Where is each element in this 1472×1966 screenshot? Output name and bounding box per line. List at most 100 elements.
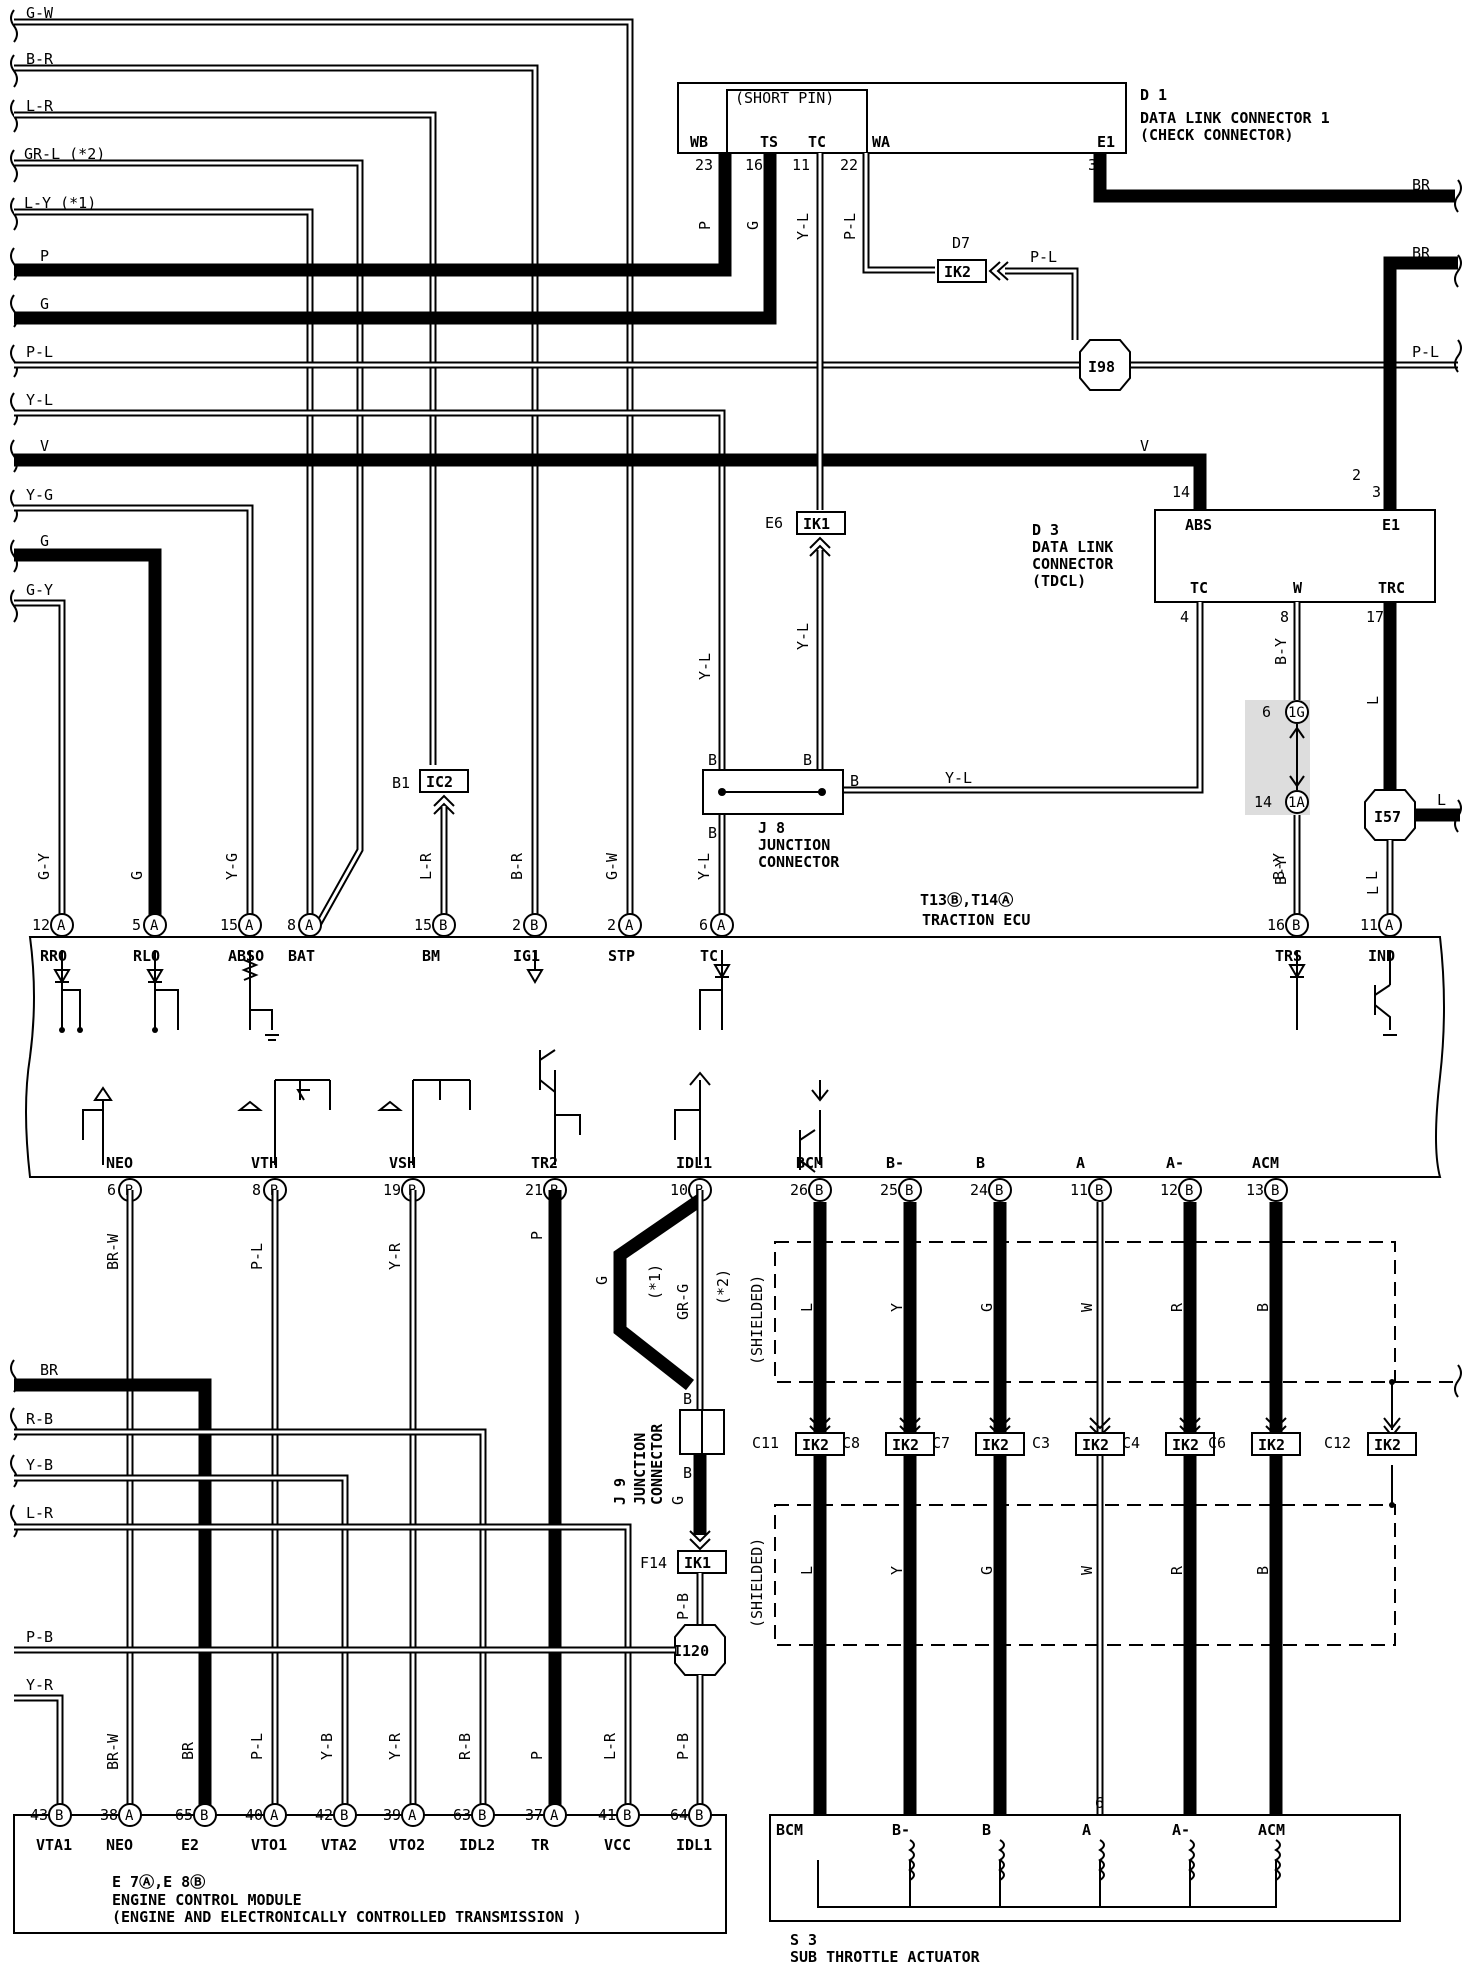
d3-pin-tc: TC (1190, 579, 1208, 597)
j8-b2: B (803, 751, 812, 769)
f14-pb: P-B (674, 1593, 692, 1620)
ecu-top-pin-6-circle (618, 913, 642, 937)
ecu-top-pin-9-connector-letter: A (1385, 918, 1394, 934)
d1-pin-tc: TC (808, 133, 826, 151)
ecm-pin-label-2: E2 (181, 1836, 199, 1854)
i120-label: I120 (673, 1642, 709, 1660)
ecu-top-pin-5-connector-letter: B (530, 918, 538, 934)
rb2-label: R-B (456, 1733, 474, 1760)
ic-num-6: 6 (1262, 703, 1271, 721)
act-wire-label-bot-1: Y (888, 1566, 906, 1575)
d1-pin-wb: WB (690, 133, 708, 151)
ik2-box-1 (885, 1432, 935, 1456)
j9-grg-label: GR-G (674, 1284, 692, 1320)
wire-label-g: G (40, 295, 49, 313)
d3-name2: CONNECTOR (1032, 555, 1114, 573)
ik2-id-1: C8 (842, 1434, 860, 1452)
ecm-pin-2-number: 65 (175, 1806, 193, 1824)
ecu-top-wire-8: B-Y (1270, 853, 1288, 880)
ecm-pins: B43VTA1A38NEOB65E2A40VTO1B42VTA2A39VTO2B… (30, 1803, 712, 1854)
wire-label-v: V (40, 437, 49, 455)
b1-id: B1 (392, 774, 410, 792)
e6-yl: Y-L (794, 623, 812, 650)
ecm-pin-label-4: VTA2 (321, 1836, 357, 1854)
ecu-top-pin-9-circle (1378, 913, 1402, 937)
br-right-label: BR (1412, 176, 1431, 194)
ecu-top-pin-2-number: 15 (220, 916, 238, 934)
ecu-bot-pin-3-number: 21 (525, 1181, 543, 1199)
d7-pl: P-L (1030, 248, 1057, 266)
j9-name2: CONNECTOR (648, 1423, 666, 1505)
splice-i57: I57 (1364, 789, 1416, 841)
ecu-top-pin-9-number: 11 (1360, 916, 1378, 934)
d3-num-8: 8 (1280, 608, 1289, 626)
j8-id: J 8 (758, 819, 785, 837)
d3-num-4: 4 (1180, 608, 1189, 626)
yb2-label: Y-B (318, 1733, 336, 1760)
s3-pin-num-3: 6 (1095, 1794, 1104, 1812)
act-wire-label-bot-4: R (1168, 1565, 1186, 1575)
left-break-marks (10, 9, 18, 1538)
ecu-bot-pin-10-connector-letter: B (1271, 1183, 1279, 1199)
ecm-pin-1-circle (118, 1803, 142, 1827)
ecu-top-pin-label-8: TRS (1275, 947, 1302, 965)
ecu-bot-pin-label-2: VSH (389, 1154, 416, 1172)
ecu-top-wire-4: L-R (417, 852, 435, 880)
s3-pin-label-5: ACM (1258, 1821, 1285, 1839)
ik2-conn-3: IK2 (1082, 1436, 1109, 1454)
ecu-top-pin-5-number: 2 (512, 916, 521, 934)
e6-conn: IK1 (803, 515, 830, 533)
ecm-pin-6-number: 63 (453, 1806, 471, 1824)
ik2-conn-4: IK2 (1172, 1436, 1199, 1454)
ecu-bot-pin-7-connector-letter: B (995, 1183, 1003, 1199)
ecm-pin-2-circle (193, 1803, 217, 1827)
j9-b-bot: B (683, 1464, 692, 1482)
s3-pin-num-0: 2 (815, 1794, 824, 1812)
ecu-bot-pin-0-number: 6 (107, 1181, 116, 1199)
ecm-pin-label-0: VTA1 (36, 1836, 72, 1854)
shielded-label-1: (SHIELDED) (748, 1275, 766, 1365)
s3-id: S 3 (790, 1931, 817, 1949)
note-s2: (*2) (714, 1269, 732, 1305)
pl-label: P-L (248, 1243, 266, 1270)
f14-conn: IK1 (684, 1554, 711, 1572)
j8-b3: B (850, 772, 859, 790)
ecu-bot-pin-label-8: A (1076, 1154, 1085, 1172)
d3-id: D 3 (1032, 521, 1059, 539)
splice-i120: I120 (673, 1624, 726, 1676)
ecu-top-pin-8-connector-letter: B (1292, 918, 1300, 934)
ecm-name: ENGINE CONTROL MODULE (112, 1891, 302, 1909)
ecm-title: E 7Ⓐ,E 8Ⓑ (112, 1873, 205, 1891)
act-wire-label-bot-5: B (1254, 1566, 1272, 1575)
ecu-bot-pin-5-number: 26 (790, 1181, 808, 1199)
ik2-id-2: C7 (932, 1434, 950, 1452)
ecu-top-wire-6: G-W (603, 852, 621, 880)
ecu-top-pin-7-connector-letter: A (717, 918, 726, 934)
yr-label: Y-R (386, 1242, 404, 1270)
wire-label-ly: L-Y (*1) (24, 194, 96, 212)
d3-num-14: 14 (1172, 483, 1190, 501)
ik2-id-0: C11 (752, 1434, 779, 1452)
act-wire-label-top-2: G (978, 1303, 996, 1312)
d1-id: D 1 (1140, 86, 1167, 104)
f14-connector: F14 IK1 (640, 1530, 727, 1574)
note-s1: (*1) (646, 1264, 664, 1300)
s3-pin-num-2: 3 (995, 1794, 1004, 1812)
ecm-pin-1-number: 38 (100, 1806, 118, 1824)
d1-sub: (CHECK CONNECTOR) (1140, 126, 1294, 144)
ik2-id-3: C3 (1032, 1434, 1050, 1452)
ecu-bot-pin-6-circle (898, 1178, 922, 1202)
act-wire-label-top-1: Y (888, 1303, 906, 1312)
ik2-id-6: C12 (1324, 1434, 1351, 1452)
j9-id: J 9 (611, 1478, 629, 1505)
ecu-top-pin-label-2: ABSO (228, 947, 264, 965)
d3-name3: (TDCL) (1032, 572, 1086, 590)
ecm-pin-4-circle (333, 1803, 357, 1827)
ecu-internal-circuits (53, 950, 1397, 1173)
s3-pin-num-5: 5 (1271, 1794, 1280, 1812)
by-wire-label: B-Y (1272, 638, 1290, 665)
j9-name1: JUNCTION (631, 1433, 649, 1505)
lr2-label: L-R (601, 1732, 619, 1760)
ecm-pin-3-connector-letter: A (270, 1808, 279, 1824)
ik2-box-0 (795, 1432, 845, 1456)
